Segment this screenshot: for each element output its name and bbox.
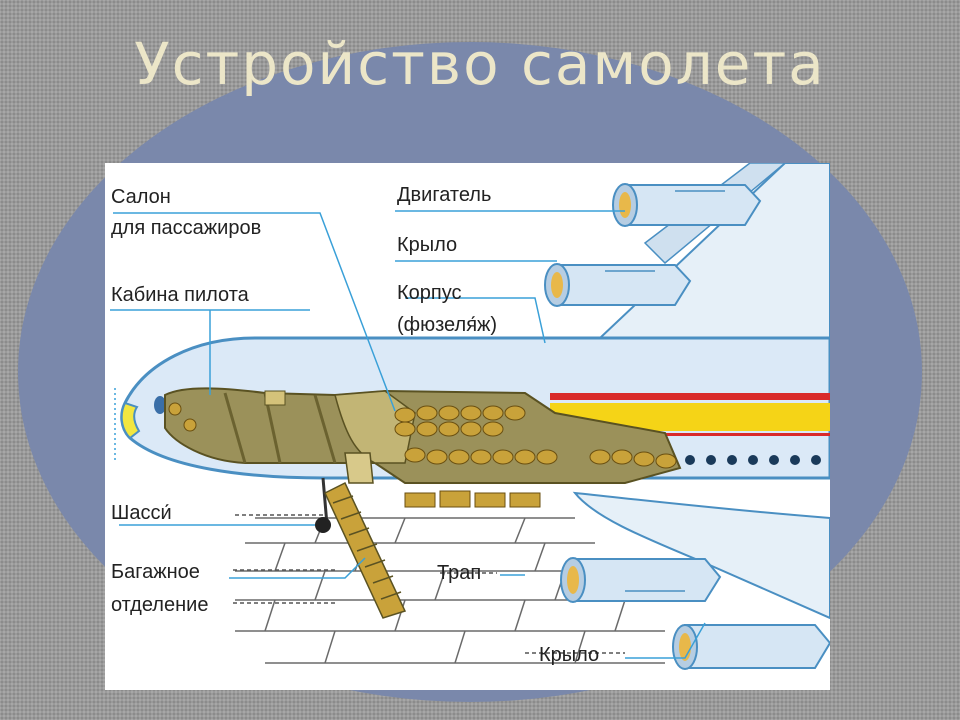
landing-gear <box>315 477 331 533</box>
label-fuselage-line2: (фюзеля́ж) <box>397 314 498 336</box>
label-engine: Двигатель <box>397 184 492 206</box>
label-baggage-line1: Багажное <box>111 561 200 583</box>
passenger-seats <box>168 402 677 469</box>
leader-lines <box>110 210 706 659</box>
passenger-windows <box>685 455 821 465</box>
leader-lines-dashed <box>233 514 625 654</box>
upper-engine-1 <box>612 183 762 227</box>
label-baggage-line2: отделение <box>111 594 209 616</box>
cockpit-window <box>154 396 166 414</box>
airplane-diagram: Салон для пассажиров Кабина пилота Двига… <box>105 163 830 690</box>
label-wing-lower: Крыло <box>539 644 600 666</box>
label-landing-gear: Шасси́ <box>111 502 172 524</box>
lower-engine-1 <box>560 557 722 603</box>
label-passenger-cabin-line2: для пассажиров <box>111 217 262 239</box>
label-fuselage-line1: Корпус <box>397 282 462 304</box>
nose-cone <box>120 401 141 440</box>
label-wing-upper: Крыло <box>397 234 458 256</box>
fuselage-cutaway <box>164 387 682 508</box>
stripe-red <box>550 393 830 400</box>
lower-wing <box>572 491 830 620</box>
label-stairs: Трап <box>437 562 482 584</box>
slide-title: Устройство самолета <box>134 30 826 98</box>
baggage-items <box>404 490 541 508</box>
upper-engine-2 <box>544 263 692 307</box>
label-cockpit: Кабина пилота <box>111 284 249 306</box>
lower-engine-2 <box>672 624 830 670</box>
stairs-illustration <box>324 452 407 619</box>
label-passenger-cabin-line1: Салон <box>111 186 171 208</box>
